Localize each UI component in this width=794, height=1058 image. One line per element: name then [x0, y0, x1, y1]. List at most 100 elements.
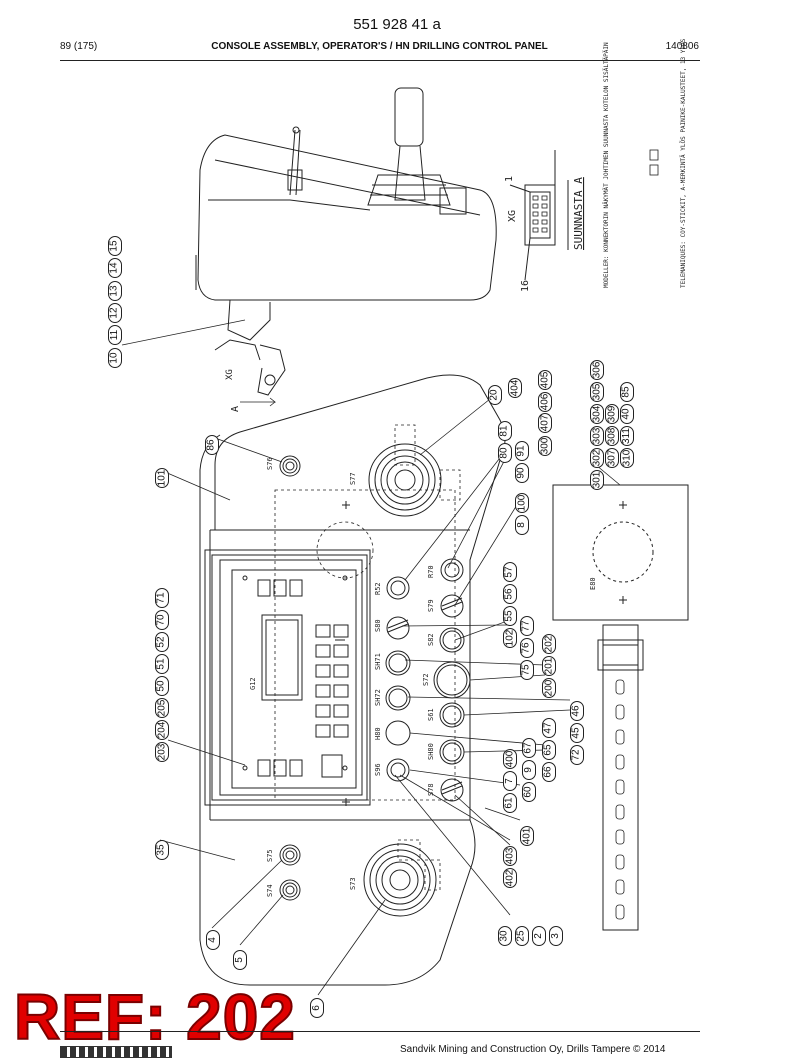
- label-s74: S74: [266, 884, 274, 897]
- callout-label: 80: [499, 447, 510, 459]
- callout-label: 25: [516, 930, 527, 942]
- callout-label: 35: [156, 844, 167, 856]
- callout-label: 60: [523, 786, 534, 798]
- callout-311: 311: [620, 426, 634, 446]
- callout-66: 66: [542, 762, 556, 782]
- callout-30: 30: [498, 926, 512, 946]
- callout-label: 13: [109, 285, 120, 297]
- callout-61: 61: [503, 793, 517, 813]
- callout-label: 30: [499, 930, 510, 942]
- callout-label: 311: [621, 428, 633, 444]
- callout-308: 308: [605, 426, 619, 446]
- label-s96: S96: [374, 763, 382, 776]
- label-sh72: SH72: [374, 689, 382, 706]
- button-column-2: [433, 558, 471, 802]
- callout-56: 56: [503, 584, 517, 604]
- callout-label: 200: [543, 679, 554, 697]
- callout-label: 75: [521, 664, 532, 676]
- callout-label: 202: [543, 635, 554, 653]
- callout-label: 304: [591, 405, 602, 423]
- callout-label: 12: [109, 307, 120, 319]
- label-s61: S61: [427, 708, 435, 721]
- label-s80: S80: [374, 619, 382, 632]
- button-s75-shape: [279, 844, 301, 866]
- note-models: MODELLER: KONNEKTORIN NÄKYMÄT JOHTIMEN S…: [603, 42, 610, 288]
- leader-lines: [121, 319, 621, 996]
- callout-label: 301: [591, 471, 602, 489]
- callout-90: 90: [515, 463, 529, 483]
- callout-label: 404: [509, 379, 520, 397]
- callout-label: 57: [504, 566, 515, 578]
- callout-15: 15: [108, 236, 122, 256]
- callout-404: 404: [508, 378, 522, 398]
- callout-309: 309: [605, 404, 619, 424]
- callout-label: 309: [606, 405, 617, 423]
- label-sh80: SH80: [427, 743, 435, 760]
- callout-76: 76: [520, 638, 534, 658]
- callout-301: 301: [590, 470, 604, 490]
- din-rail: [597, 624, 644, 931]
- callout-label: 102: [504, 629, 515, 647]
- callout-71: 71: [155, 588, 169, 608]
- note-telemaniques: TELEMANIQUES: COY-STICKIT, A-MERKINTÄ YL…: [680, 38, 687, 288]
- callout-306: 306: [590, 360, 604, 380]
- callout-2: 2: [532, 926, 546, 946]
- callout-40: 40: [620, 404, 634, 424]
- callout-label: 2: [533, 933, 544, 939]
- label-arrow-a: A: [230, 406, 241, 412]
- callout-label: 86: [206, 439, 217, 451]
- control-panel-outline: [199, 374, 506, 986]
- callout-307: 307: [605, 448, 619, 468]
- callout-86: 86: [205, 435, 219, 455]
- callout-label: 66: [543, 766, 554, 778]
- label-view-a: SUUNNASTA A: [572, 177, 585, 250]
- callout-label: 307: [606, 449, 617, 467]
- callout-77: 77: [520, 616, 534, 636]
- label-pin-last: 16: [520, 280, 531, 292]
- callout-label: 10: [109, 352, 120, 364]
- callout-label: 40: [621, 408, 632, 420]
- callout-label: 70: [156, 614, 167, 626]
- callout-65: 65: [542, 740, 556, 760]
- page-number: 89 (175): [60, 41, 98, 52]
- callout-85: 85: [620, 382, 634, 402]
- callout-label: 201: [543, 657, 554, 675]
- label-s72: S72: [422, 673, 430, 686]
- connector-xg-detail: [509, 149, 659, 281]
- callout-label: 406: [539, 393, 550, 411]
- callout-203: 203: [155, 742, 169, 762]
- callout-label: 306: [591, 361, 602, 379]
- callout-label: 305: [591, 383, 602, 401]
- callout-205: 205: [155, 698, 169, 718]
- callout-label: 5: [234, 957, 245, 963]
- callout-35: 35: [155, 840, 169, 860]
- label-s75: S75: [266, 849, 274, 862]
- callout-label: 302: [591, 449, 602, 467]
- callout-label: 52: [156, 636, 167, 648]
- callout-201: 201: [542, 656, 556, 676]
- callout-80: 80: [498, 443, 512, 463]
- callout-label: 405: [539, 371, 550, 389]
- callout-label: 90: [516, 467, 527, 479]
- callout-label: 407: [539, 414, 550, 432]
- callout-67: 67: [522, 738, 536, 758]
- callout-405: 405: [538, 370, 552, 390]
- callout-401: 401: [520, 826, 534, 846]
- callout-label: 81: [499, 425, 510, 437]
- callout-102: 102: [503, 628, 517, 648]
- callout-label: 76: [521, 642, 532, 654]
- callout-310: 310: [620, 448, 634, 468]
- callout-label: 15: [109, 240, 120, 252]
- callout-4: 4: [206, 930, 220, 950]
- callout-label: 20: [489, 389, 500, 401]
- callout-label: 67: [523, 742, 534, 754]
- callout-label: 71: [156, 592, 167, 604]
- callout-25: 25: [515, 926, 529, 946]
- callout-75: 75: [520, 660, 534, 680]
- callout-label: 308: [606, 427, 617, 445]
- callout-label: 77: [521, 620, 532, 632]
- callout-70: 70: [155, 610, 169, 630]
- callout-label: 310: [621, 449, 632, 467]
- callout-14: 14: [108, 258, 122, 278]
